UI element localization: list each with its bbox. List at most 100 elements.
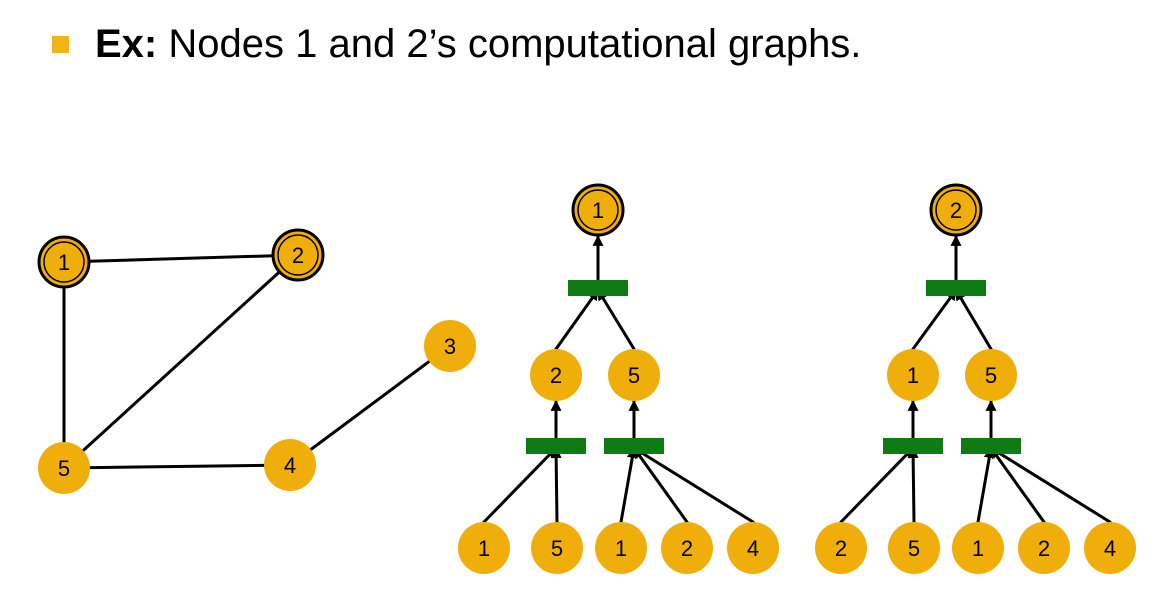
- comp-graph-2-aggregator-1: [883, 438, 943, 454]
- bullet-square-icon: [52, 35, 69, 53]
- comp-graph-2-edge-leaf-1-to-5: [976, 446, 995, 524]
- input-graph-node-5-label: 5: [58, 456, 70, 481]
- comp-graph-2-leaf-5-2: 2: [1018, 522, 1070, 574]
- comp-graph-2-leaf-1-5-circle: [888, 522, 940, 574]
- input-graph-node-4: 4: [264, 439, 316, 491]
- comp-graph-1-edge-leaf-1-to-5: [619, 446, 638, 524]
- comp-graph-2-leaf-1-2-circle: [815, 522, 867, 574]
- comp-graph-2-target-node-label: 2: [950, 198, 962, 223]
- comp-graph-2-edge-5-to-agg-top: [954, 288, 993, 351]
- comp-graph-2-edge-leaf-2-to-5: [989, 446, 1046, 524]
- comp-graph-1-leaf-5-1-label: 1: [615, 536, 627, 561]
- comp-graph-2-edge-1-to-agg-top: [911, 288, 958, 351]
- input-graph-node-3-circle: [424, 320, 476, 372]
- heading-prefix: Ex:: [95, 21, 158, 66]
- comp-graph-1-leaf-2-5-label: 5: [551, 536, 563, 561]
- comp-graph-2-target-node-outer-ring: [929, 183, 983, 237]
- comp-graph-1-leaf-5-2: 2: [661, 522, 713, 574]
- comp-graph-2-leaf-5-2-circle: [1018, 522, 1070, 574]
- input-graph-node-4-label: 4: [284, 453, 296, 478]
- comp-graph-2-edge-leaf-2-to-1: [839, 446, 915, 524]
- comp-graph-1-aggregator-top: [568, 280, 628, 296]
- heading-text: Ex: Nodes 1 and 2’s computational graphs…: [95, 22, 861, 67]
- comp-graph-1-leaf-2-5-circle: [531, 522, 583, 574]
- comp-graph-2-leaf-1-2-label: 2: [835, 536, 847, 561]
- comp-graph-1-leaf-5-4-label: 4: [747, 536, 759, 561]
- comp-graph-2-edge-leaf-5-to-1: [907, 446, 919, 524]
- comp-graph-1-leaf-5-1: 1: [595, 522, 647, 574]
- comp-graph-1-leaf-2-5: 5: [531, 522, 583, 574]
- comp-graph-1-target-node-label: 1: [592, 198, 604, 223]
- input-graph-node-2-circle: [272, 229, 324, 281]
- comp-graph-1-edge-leaf-5-to-2: [550, 446, 562, 524]
- input-graph-edge-1-2: [62, 253, 300, 264]
- comp-graph-2-target-node: 2: [929, 183, 983, 237]
- comp-graph-2-leaf-5-1: 1: [952, 522, 1004, 574]
- edges-layer: [62, 234, 1112, 524]
- input-graph-node-1-outer-ring: [37, 235, 91, 289]
- input-graph-node-1-label: 1: [58, 250, 70, 275]
- comp-graph-2-target-node-circle: [930, 184, 982, 236]
- input-graph-node-3: 3: [424, 320, 476, 372]
- comp-graph-2-node-1-label: 1: [907, 363, 919, 388]
- comp-graph-2-leaf-1-5-label: 5: [908, 536, 920, 561]
- comp-graph-1-leaf-2-1-circle: [458, 522, 510, 574]
- comp-graph-2-edge-leaf-4-to-5: [989, 446, 1112, 524]
- comp-graph-2-node-5-circle: [965, 349, 1017, 401]
- comp-graph-2-leaf-5-4-circle: [1084, 522, 1136, 574]
- comp-graph-1-leaf-5-4: 4: [727, 522, 779, 574]
- comp-graph-2-leaf-5-1-circle: [952, 522, 1004, 574]
- comp-graph-1-edge-leaf-1-to-2: [482, 446, 558, 524]
- comp-graph-1-edge-leaf-4-to-5: [632, 446, 755, 524]
- comp-graph-2-node-5-label: 5: [985, 363, 997, 388]
- comp-graph-2-leaf-5-2-label: 2: [1038, 536, 1050, 561]
- input-graph-node-2-label: 2: [292, 243, 304, 268]
- input-graph-node-1-inner-ring: [43, 241, 85, 283]
- input-graph-node-5: 5: [38, 442, 90, 494]
- comp-graph-1-node-5-circle: [608, 349, 660, 401]
- comp-graph-1-leaf-5-2-circle: [661, 522, 713, 574]
- input-graph-edge-2-5: [62, 253, 300, 470]
- comp-graph-1-node-5-label: 5: [628, 363, 640, 388]
- input-graph-node-2-outer-ring: [271, 228, 325, 282]
- nodes-layer: 1 2 3 4 5 1 5 2 1 2 4 5 1 2 5 1 1 2 4 5 2: [37, 183, 1136, 574]
- input-graph-node-1: 1: [37, 235, 91, 289]
- comp-graph-2-leaf-1-5: 5: [888, 522, 940, 574]
- comp-graph-1-node-2: 2: [530, 349, 582, 401]
- heading-bullet-line: Ex: Nodes 1 and 2’s computational graphs…: [52, 14, 861, 74]
- comp-graph-1-node-2-circle: [530, 349, 582, 401]
- comp-graph-2-aggregator-5: [961, 438, 1021, 454]
- comp-graph-1-leaf-5-1-circle: [595, 522, 647, 574]
- comp-graph-1-node-2-label: 2: [550, 363, 562, 388]
- comp-graph-2-leaf-5-4: 4: [1084, 522, 1136, 574]
- input-graph-node-1-circle: [38, 236, 90, 288]
- input-graph-node-4-circle: [264, 439, 316, 491]
- comp-graph-2-aggregator-top: [926, 280, 986, 296]
- input-graph-node-3-label: 3: [444, 334, 456, 359]
- input-graph-edge-5-4: [62, 463, 292, 470]
- comp-graph-2-leaf-1-2: 2: [815, 522, 867, 574]
- comp-graph-1-target-node-circle: [572, 184, 624, 236]
- comp-graph-1-target-node: 1: [571, 183, 625, 237]
- comp-graph-1-node-5: 5: [608, 349, 660, 401]
- comp-graph-2-node-1-circle: [887, 349, 939, 401]
- comp-graph-1-leaf-2-1: 1: [458, 522, 510, 574]
- comp-graph-1-target-node-outer-ring: [571, 183, 625, 237]
- comp-graph-1-leaf-2-1-label: 1: [478, 536, 490, 561]
- input-graph-edge-4-3: [288, 344, 452, 467]
- comp-graph-1-aggregator-2: [526, 438, 586, 454]
- comp-graph-1-leaf-5-2-label: 2: [681, 536, 693, 561]
- comp-graph-2-node-5: 5: [965, 349, 1017, 401]
- comp-graph-1-aggregator-5: [604, 438, 664, 454]
- heading-body: Nodes 1 and 2’s computational graphs.: [168, 21, 862, 66]
- input-graph-node-5-circle: [38, 442, 90, 494]
- comp-graph-1-edge-2-to-agg-top: [554, 288, 600, 351]
- comp-graph-1-target-node-inner-ring: [577, 189, 619, 231]
- input-graph-node-2-inner-ring: [277, 234, 319, 276]
- comp-graph-1-edge-leaf-2-to-5: [632, 446, 689, 524]
- comp-graph-2-leaf-5-1-label: 1: [972, 536, 984, 561]
- comp-graph-2-target-node-inner-ring: [935, 189, 977, 231]
- comp-graph-1-edge-5-to-agg-top: [596, 288, 636, 351]
- input-graph-node-2: 2: [271, 228, 325, 282]
